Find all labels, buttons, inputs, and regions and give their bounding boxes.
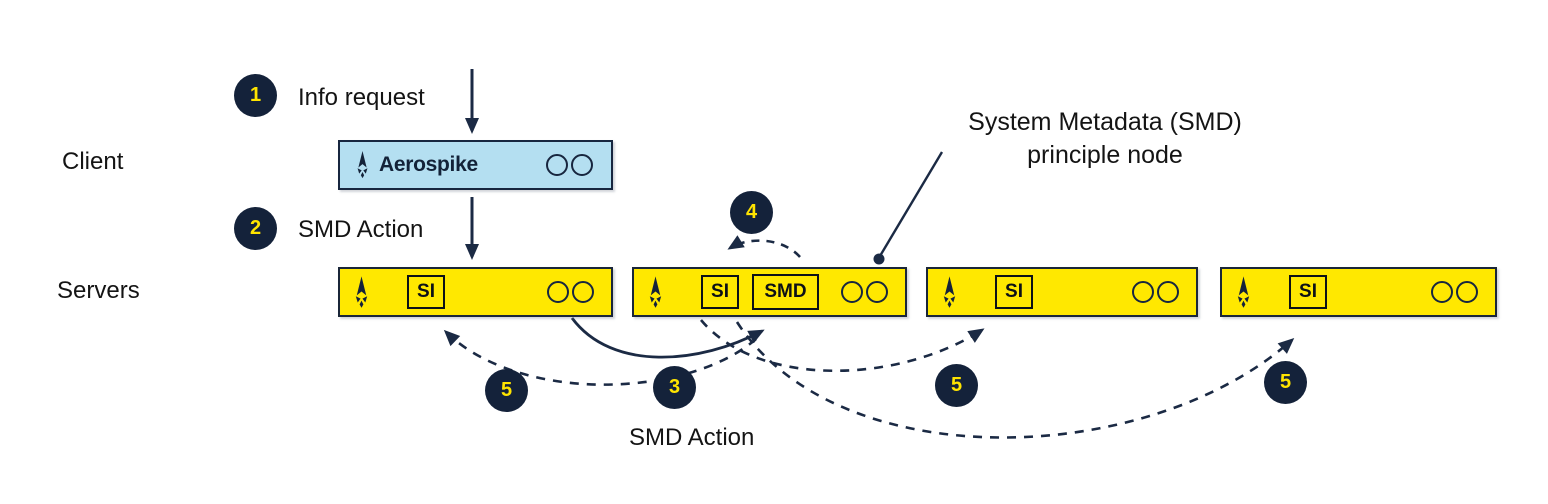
status-circle	[841, 281, 863, 303]
step-badge-1: 1	[234, 74, 277, 117]
aerospike-rocket-icon	[943, 275, 956, 308]
aerospike-rocket-icon	[649, 275, 662, 308]
status-circle	[1431, 281, 1453, 303]
annotation-pointer-dot	[873, 253, 885, 265]
annotation-line-2: principle node	[1027, 141, 1183, 169]
server-status-circles	[1132, 281, 1179, 303]
step-badge-2: 2	[234, 207, 277, 250]
status-circle	[571, 154, 593, 176]
caption-info-request: Info request	[298, 84, 425, 111]
server-node-1: SI	[338, 267, 613, 317]
server-status-circles	[547, 281, 594, 303]
row-label-servers: Servers	[57, 277, 140, 304]
server-node-2-smd-principle: SI SMD	[632, 267, 907, 317]
aerospike-brand-label: Aerospike	[379, 153, 478, 176]
status-circle	[546, 154, 568, 176]
dashed-loop-step4	[727, 235, 801, 258]
aerospike-rocket-icon	[355, 275, 368, 308]
status-circle	[866, 281, 888, 303]
si-chip: SI	[701, 275, 739, 309]
aerospike-rocket-icon	[1237, 275, 1250, 308]
server-node-3: SI	[926, 267, 1198, 317]
server-node-4: SI	[1220, 267, 1497, 317]
step-badge-3: 3	[653, 366, 696, 409]
step-badge-4: 4	[730, 191, 773, 234]
annotation-line-1: System Metadata (SMD)	[968, 108, 1242, 136]
step-badge-5b: 5	[935, 364, 978, 407]
server-status-circles	[841, 281, 888, 303]
aerospike-rocket-icon	[357, 151, 368, 179]
step-badge-5c: 5	[1264, 361, 1307, 404]
annotation-smd-principle-node: System Metadata (SMD) principle node	[905, 106, 1305, 172]
step-badge-5a: 5	[485, 369, 528, 412]
status-circle	[1456, 281, 1478, 303]
status-circle	[547, 281, 569, 303]
dashed-arrow-step5-server4	[735, 321, 1295, 439]
client-node: Aerospike	[338, 140, 613, 190]
curve-smd-action-step3	[570, 317, 765, 359]
caption-smd-action-top: SMD Action	[298, 216, 424, 243]
server-status-circles	[1431, 281, 1478, 303]
si-chip: SI	[995, 275, 1033, 309]
caption-smd-action-bottom: SMD Action	[629, 424, 755, 451]
row-label-client: Client	[62, 148, 124, 175]
status-circle	[1157, 281, 1179, 303]
si-chip: SI	[407, 275, 445, 309]
status-circle	[572, 281, 594, 303]
smd-chip: SMD	[752, 274, 819, 310]
si-chip: SI	[1289, 275, 1327, 309]
dashed-arrow-step5-server3	[700, 319, 985, 373]
status-circle	[1132, 281, 1154, 303]
client-status-circles	[546, 154, 593, 176]
